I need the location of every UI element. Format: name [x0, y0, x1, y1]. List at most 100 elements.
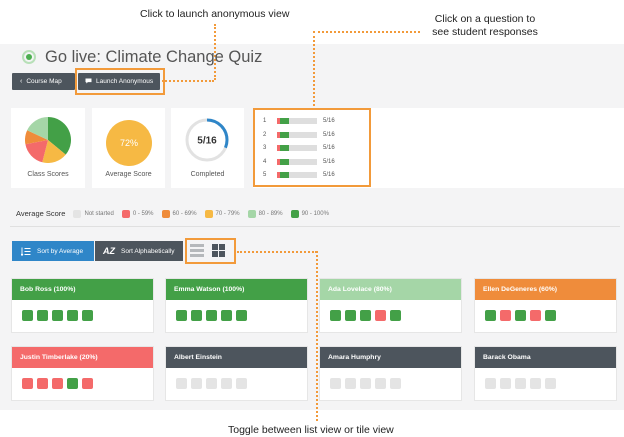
- student-tile[interactable]: Ada Lovelace (80%): [320, 279, 461, 332]
- tile-view-toggle[interactable]: [212, 244, 225, 257]
- answer-square[interactable]: [485, 310, 496, 321]
- sort-alphabetically-button[interactable]: AZ Sort Alphabetically: [95, 241, 183, 261]
- list-view-toggle[interactable]: [190, 244, 204, 257]
- answer-square[interactable]: [191, 378, 202, 389]
- course-map-button[interactable]: ‹ Course Map: [12, 73, 75, 90]
- completed-card[interactable]: 5/16 Completed: [171, 108, 244, 188]
- completed-ring-arc: [185, 118, 229, 162]
- answer-squares: [22, 310, 97, 321]
- legend-item: 70 - 79%: [204, 209, 240, 218]
- answer-square[interactable]: [545, 378, 556, 389]
- answer-square[interactable]: [22, 378, 33, 389]
- answer-square[interactable]: [545, 310, 556, 321]
- answer-square[interactable]: [530, 378, 541, 389]
- question-response-bar: [277, 172, 317, 178]
- student-tile[interactable]: Amara Humphry: [320, 347, 461, 400]
- answer-square[interactable]: [191, 310, 202, 321]
- answer-square[interactable]: [82, 310, 93, 321]
- annotation-launch: Click to launch anonymous view: [140, 8, 290, 20]
- answer-square[interactable]: [236, 378, 247, 389]
- answer-square[interactable]: [52, 310, 63, 321]
- answer-square[interactable]: [206, 310, 217, 321]
- answer-square[interactable]: [375, 378, 386, 389]
- pie-slice-1: [48, 117, 71, 155]
- student-tile[interactable]: Emma Watson (100%): [166, 279, 307, 332]
- legend-divider: [10, 226, 620, 227]
- connector-launch-h: [162, 80, 214, 82]
- connector-launch-v: [214, 24, 216, 80]
- answer-square[interactable]: [37, 378, 48, 389]
- connector-toggle-v: [316, 251, 318, 421]
- answer-square[interactable]: [500, 310, 511, 321]
- question-bar-incorrect: [277, 172, 280, 178]
- answer-square[interactable]: [176, 310, 187, 321]
- average-score-card[interactable]: 72% Average Score: [92, 108, 165, 188]
- question-bar-correct: [280, 158, 289, 165]
- legend-item: Not started: [73, 209, 114, 218]
- annotation-question: Click on a question to see student respo…: [420, 13, 550, 39]
- answer-square[interactable]: [345, 310, 356, 321]
- answer-square[interactable]: [360, 378, 371, 389]
- answer-square[interactable]: [485, 378, 496, 389]
- question-fraction: 5/16: [323, 131, 335, 138]
- sort-az-icon: AZ: [103, 246, 115, 256]
- student-tile[interactable]: Ellen DeGeneres (60%): [475, 279, 616, 332]
- class-scores-card[interactable]: Class Scores: [11, 108, 85, 188]
- answer-squares: [330, 378, 405, 389]
- answer-square[interactable]: [330, 310, 341, 321]
- legend-item: 80 - 89%: [247, 209, 283, 218]
- answer-square[interactable]: [82, 378, 93, 389]
- answer-square[interactable]: [236, 310, 247, 321]
- launch-anonymous-button[interactable]: Launch Anonymous: [78, 73, 160, 90]
- page-title-row: Go live: Climate Change Quiz: [22, 47, 262, 67]
- answer-square[interactable]: [221, 378, 232, 389]
- answer-square[interactable]: [500, 378, 511, 389]
- answer-square[interactable]: [515, 310, 526, 321]
- legend-swatch: [121, 209, 130, 218]
- answer-square[interactable]: [206, 378, 217, 389]
- pie-slice-5: [27, 117, 48, 140]
- answer-square[interactable]: [330, 378, 341, 389]
- highlight-view-toggle: [185, 238, 236, 264]
- question-number: 2: [263, 131, 267, 138]
- legend-label: 70 - 79%: [215, 210, 240, 217]
- answer-square[interactable]: [22, 310, 33, 321]
- answer-square[interactable]: [37, 310, 48, 321]
- answer-square[interactable]: [515, 378, 526, 389]
- question-number: 4: [263, 158, 267, 165]
- answer-square[interactable]: [530, 310, 541, 321]
- student-tile[interactable]: Bob Ross (100%): [12, 279, 153, 332]
- answer-square[interactable]: [360, 310, 371, 321]
- answer-square[interactable]: [390, 310, 401, 321]
- question-bar-correct: [280, 145, 289, 151]
- answer-squares: [176, 378, 251, 389]
- question-response-bar: [277, 145, 317, 151]
- student-tile[interactable]: Barack Obama: [475, 347, 616, 400]
- legend-label: 80 - 89%: [258, 210, 283, 217]
- answer-squares: [485, 310, 560, 321]
- answer-square[interactable]: [176, 378, 187, 389]
- answer-square[interactable]: [345, 378, 356, 389]
- sort-by-average-button[interactable]: Sort by Average: [12, 241, 94, 261]
- answer-square[interactable]: [375, 310, 386, 321]
- connector-toggle-h: [237, 251, 317, 253]
- student-tile[interactable]: Justin Timberlake (20%): [12, 347, 153, 400]
- answer-square[interactable]: [390, 378, 401, 389]
- question-response-bar: [277, 158, 317, 165]
- answer-square[interactable]: [221, 310, 232, 321]
- answer-square[interactable]: [52, 378, 63, 389]
- legend-label: 60 - 69%: [172, 210, 197, 217]
- answer-square[interactable]: [67, 378, 78, 389]
- answer-square[interactable]: [67, 310, 78, 321]
- question-row-2[interactable]: 2 5/16: [263, 131, 335, 139]
- student-tile[interactable]: Albert Einstein: [166, 347, 307, 400]
- legend-label: Not started: [84, 210, 114, 217]
